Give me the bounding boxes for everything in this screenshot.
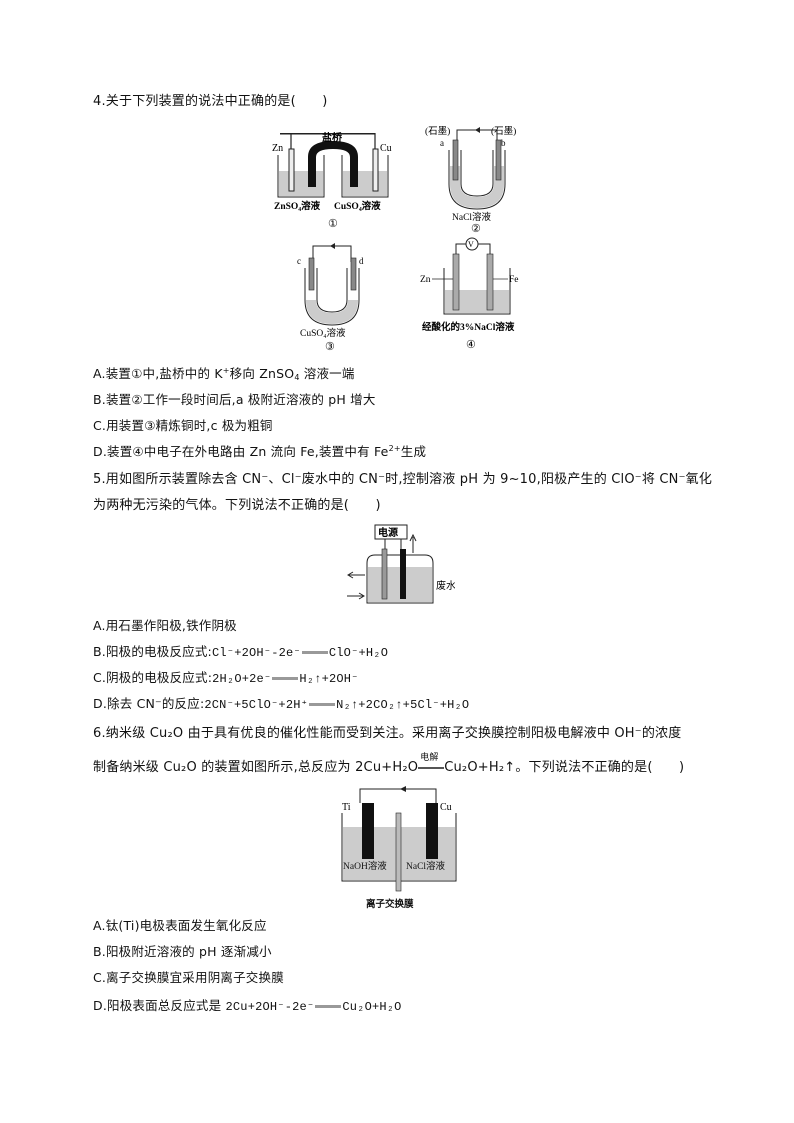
power-source-label: 电源 [378, 526, 398, 539]
option-text: D.阳极表面总反应式是 [93, 998, 226, 1013]
option-text: C.阴极的电极反应式: [93, 670, 213, 685]
figure-number: ④ [466, 339, 476, 351]
q6-option-a[interactable]: A.钛(Ti)电极表面发生氧化反应 [93, 918, 267, 933]
equation-rhs: N₂↑+2CO₂↑+5Cl⁻+H₂O [336, 698, 470, 712]
cuso4-label: CuSO₄溶液 [334, 200, 381, 212]
equation-rhs: ClO⁻+H₂O [328, 646, 389, 660]
option-text: B.阳极的电极反应式: [93, 644, 212, 659]
stem-text: 制备纳米级 Cu₂O 的装置如图所示,总反应为 2Cu+H₂O [93, 760, 419, 775]
electrolysis-condition: 电解 [418, 753, 445, 773]
cuso4-label: CuSO₄溶液 [300, 327, 346, 339]
zn-label: Zn [272, 143, 283, 154]
electrode-b-label: b [501, 138, 506, 148]
graphite-right-label: (石墨) [491, 126, 516, 137]
q5-option-b[interactable]: B.阳极的电极反应式:Cl⁻+2OH⁻-2e⁻ ClO⁻+H₂O [93, 644, 388, 661]
q5-stem-line1: 5.用如图所示装置除去含 CN⁻、Cl⁻废水中的 CN⁻时,控制溶液 pH 为 … [93, 472, 713, 487]
q5-figure: 电源 废水 [345, 523, 455, 608]
stem-text: Cu₂O+H₂↑。下列说法不正确的是( ) [444, 760, 685, 775]
q4-figure-2: (石墨) (石墨) a b NaCl溶液 ② [425, 124, 525, 234]
equals-sign-icon [272, 677, 299, 680]
electrode-d-label: d [359, 256, 364, 266]
q6-option-b[interactable]: B.阳极附近溶液的 pH 逐渐减小 [93, 944, 272, 959]
figure-number: ③ [325, 341, 335, 353]
wastewater-label: 废水 [436, 579, 455, 592]
electrode-c-label: c [297, 256, 301, 266]
equation-lhs: 2Cu+2OH⁻-2e⁻ [225, 1000, 315, 1014]
equals-sign-icon [301, 651, 328, 654]
equals-sign-icon [309, 703, 336, 706]
figure-number: ① [328, 218, 338, 230]
naoh-label: NaOH溶液 [343, 860, 387, 872]
q4-figure-4: V Zn Fe 经酸化的3%NaCl溶液 ④ [420, 234, 525, 354]
option-text: D.装置④中电子在外电路由 Zn 流向 Fe,装置中有 Fe [93, 444, 389, 459]
equation-rhs: H₂↑+2OH⁻ [299, 672, 359, 686]
option-text: 移向 ZnSO [229, 366, 295, 381]
membrane-label: 离子交换膜 [366, 900, 414, 910]
superscript: + [222, 366, 230, 375]
subscript: 4 [294, 373, 300, 382]
q4-stem: 4.关于下列装置的说法中正确的是( ) [93, 94, 328, 109]
q4-option-c[interactable]: C.用装置③精炼铜时,c 极为粗铜 [93, 418, 273, 433]
equation-rhs: Cu₂O+H₂O [342, 1000, 402, 1014]
q5-option-d[interactable]: D.除去 CN⁻的反应:2CN⁻+5ClO⁻+2H⁺ N₂↑+2CO₂↑+5Cl⁻… [93, 696, 469, 713]
q4-option-b[interactable]: B.装置②工作一段时间后,a 极附近溶液的 pH 增大 [93, 392, 376, 407]
option-text: A.装置①中,盐桥中的 K [93, 366, 223, 381]
q6-option-d[interactable]: D.阳极表面总反应式是 2Cu+2OH⁻-2e⁻ Cu₂O+H₂O [93, 998, 402, 1015]
cu-label: Cu [380, 143, 392, 154]
nacl-label: NaCl溶液 [406, 860, 446, 872]
cu-label: Cu [440, 802, 452, 813]
q6-stem-line1: 6.纳米级 Cu₂O 由于具有优良的催化性能而受到关注。采用离子交换膜控制阳极电… [93, 726, 682, 741]
voltmeter-icon: V [468, 240, 474, 249]
equation-lhs: Cl⁻+2OH⁻-2e⁻ [211, 646, 301, 660]
fe-label: Fe [509, 275, 519, 285]
equation-lhs: 2CN⁻+5ClO⁻+2H⁺ [204, 698, 309, 712]
q6-figure: Ti Cu NaOH溶液 NaCl溶液 [336, 783, 466, 893]
graphite-left-label: (石墨) [425, 126, 450, 137]
q4-option-a[interactable]: A.装置①中,盐桥中的 K+移向 ZnSO4 溶液一端 [93, 366, 355, 382]
equation-lhs: 2H₂O+2e⁻ [212, 672, 272, 686]
zn-label: Zn [420, 275, 431, 285]
q6-option-c[interactable]: C.离子交换膜宜采用阴离子交换膜 [93, 970, 284, 985]
figure-number: ② [471, 223, 481, 234]
equals-sign-icon [418, 766, 445, 769]
salt-bridge-label: 盐桥 [322, 131, 343, 144]
nacl-label: NaCl溶液 [452, 211, 492, 223]
option-text: 生成 [400, 444, 427, 459]
q5-option-a[interactable]: A.用石墨作阳极,铁作阴极 [93, 618, 237, 633]
q4-option-d[interactable]: D.装置④中电子在外电路由 Zn 流向 Fe,装置中有 Fe2+生成 [93, 444, 426, 460]
electrode-a-label: a [440, 138, 444, 148]
q4-figure-3: c d CuSO₄溶液 ③ [295, 240, 375, 355]
q4-figure-1: 盐桥 Zn Cu ZnSO₄溶液 CuSO₄溶液 ① [272, 127, 400, 232]
superscript: 2+ [388, 444, 401, 453]
znso4-label: ZnSO₄溶液 [274, 200, 321, 212]
option-text: D.除去 CN⁻的反应: [93, 696, 205, 711]
condition-label: 电解 [420, 752, 439, 763]
q5-stem-line2: 为两种无污染的气体。下列说法不正确的是( ) [93, 498, 381, 513]
nacl-label: 经酸化的3%NaCl溶液 [422, 321, 515, 333]
equals-sign-icon [315, 1005, 342, 1008]
q5-option-c[interactable]: C.阴极的电极反应式:2H₂O+2e⁻ H₂↑+2OH⁻ [93, 670, 359, 687]
ti-label: Ti [342, 802, 351, 813]
option-text: 溶液一端 [299, 366, 355, 381]
